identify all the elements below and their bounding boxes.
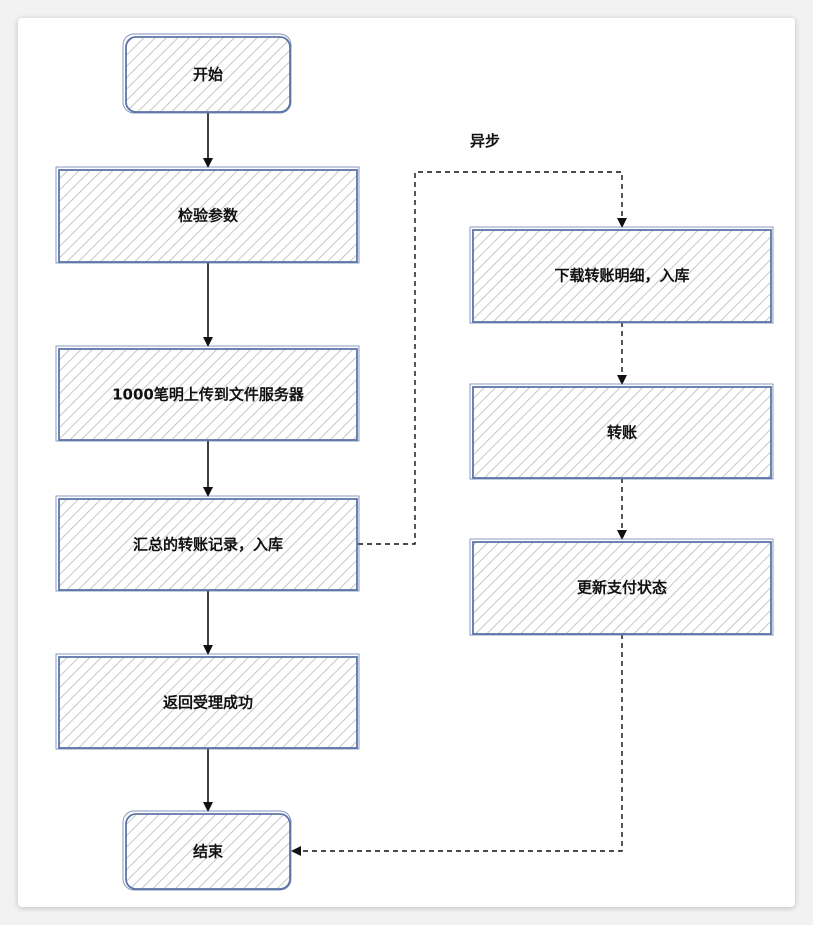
node-end[interactable]: 结束 <box>122 810 292 891</box>
node-validate[interactable]: 检验参数 <box>55 166 360 264</box>
node-transfer[interactable]: 转账 <box>469 383 774 480</box>
node-upload-label: 1000笔明上传到文件服务器 <box>112 386 305 404</box>
async-label: 异步 <box>470 132 500 150</box>
node-summary-label: 汇总的转账记录，入库 <box>133 536 283 554</box>
node-upload[interactable]: 1000笔明上传到文件服务器 <box>55 345 360 442</box>
node-validate-label: 检验参数 <box>178 207 239 225</box>
node-start-label: 开始 <box>193 66 223 84</box>
edge-update-end <box>291 634 623 856</box>
node-start[interactable]: 开始 <box>122 33 292 114</box>
node-update[interactable]: 更新支付状态 <box>469 538 774 636</box>
edge-summary-download <box>358 171 627 545</box>
node-summary[interactable]: 汇总的转账记录，入库 <box>55 495 360 592</box>
node-end-label: 结束 <box>193 843 224 861</box>
node-accepted[interactable]: 返回受理成功 <box>55 653 360 750</box>
node-transfer-label: 转账 <box>607 424 637 442</box>
node-accepted-label: 返回受理成功 <box>163 694 253 712</box>
node-download[interactable]: 下载转账明细，入库 <box>469 226 774 324</box>
node-update-label: 更新支付状态 <box>577 579 667 597</box>
node-download-label: 下载转账明细，入库 <box>554 267 689 285</box>
